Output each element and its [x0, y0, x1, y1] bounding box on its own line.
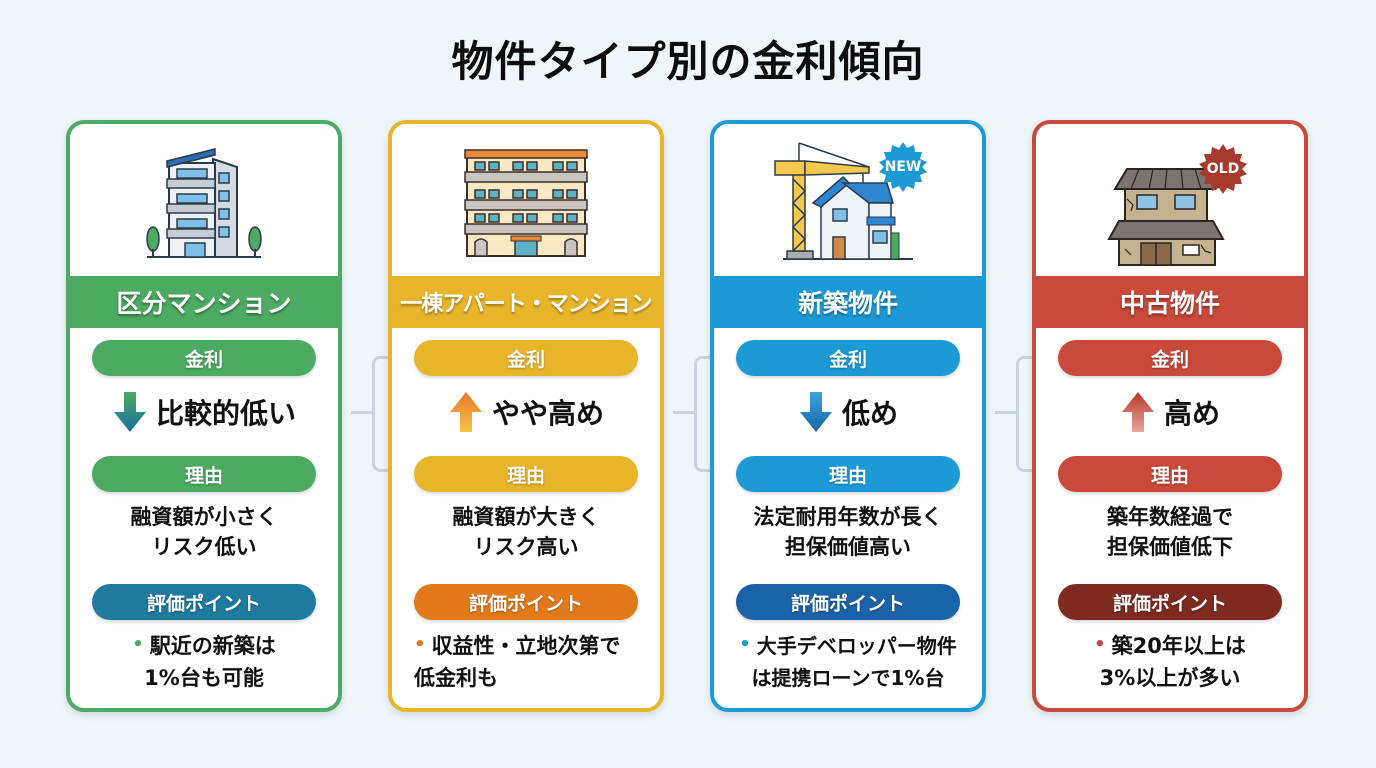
point-label-pill: 評価ポイント	[92, 584, 316, 620]
reason-label-pill: 理由	[92, 456, 316, 492]
card-kubun-mansion: 区分マンション 金利 比較的低い 理由 融資額が小さく リスク低い 評価ポイント…	[66, 120, 342, 712]
card-title-band: 一棟アパート・マンション	[392, 276, 660, 328]
bullet-icon: •	[739, 634, 751, 655]
reason-label-pill: 理由	[1058, 456, 1282, 492]
rate-value: やや高め	[392, 386, 660, 438]
bullet-icon: •	[1094, 634, 1106, 655]
point-line: 低金利も	[414, 666, 498, 690]
card-title-band: 中古物件	[1036, 276, 1304, 328]
page-title: 物件タイプ別の金利傾向	[451, 37, 925, 86]
apartment-block-icon	[392, 134, 660, 274]
arrow-down-icon	[799, 392, 832, 432]
arrow-up-icon	[1121, 392, 1154, 432]
point-text: •築20年以上は 3%以上が多い	[1036, 629, 1304, 694]
rate-value: 低め	[714, 386, 982, 438]
point-line: •大手デベロッパー物件	[739, 634, 957, 658]
reason-label-pill: 理由	[736, 456, 960, 492]
old-house-icon	[1036, 134, 1304, 274]
apartment-tower-icon	[70, 134, 338, 274]
point-line: •駅近の新築は	[132, 634, 276, 658]
reason-text: 築年数経過で 担保価値低下	[1036, 502, 1304, 562]
reason-line: 築年数経過で	[1107, 505, 1233, 529]
rate-text: やや高め	[491, 397, 604, 430]
card-chuko: OLD 中古物件 金利 高め 理由 築年数経過で 担保価値低下 評価ポイント •…	[1032, 120, 1308, 712]
rate-label-pill: 金利	[1058, 340, 1282, 376]
reason-line: リスク低い	[151, 535, 257, 559]
bullet-icon: •	[132, 634, 144, 655]
rate-text: 比較的低い	[155, 397, 296, 430]
new-badge: NEW	[876, 140, 930, 194]
card-itto-apartment: 一棟アパート・マンション 金利 やや高め 理由 融資額が大きく リスク高い 評価…	[388, 120, 664, 712]
point-label-pill: 評価ポイント	[414, 584, 638, 620]
rate-value: 高め	[1036, 386, 1304, 438]
point-line: •築20年以上は	[1094, 634, 1246, 658]
reason-line: 融資額が小さく	[130, 505, 278, 529]
point-line: 3%以上が多い	[1099, 666, 1241, 690]
point-label-pill: 評価ポイント	[1058, 584, 1282, 620]
badge-text: NEW	[884, 159, 922, 175]
reason-label-pill: 理由	[414, 456, 638, 492]
point-text: •収益性・立地次第で 低金利も	[392, 629, 660, 694]
card-title-band: 区分マンション	[70, 276, 338, 328]
point-line: 1%台も可能	[144, 666, 264, 690]
reason-line: 法定耐用年数が長く	[753, 505, 943, 529]
rate-label-pill: 金利	[736, 340, 960, 376]
old-badge: OLD	[1196, 142, 1250, 196]
reason-text: 法定耐用年数が長く 担保価値高い	[714, 502, 982, 562]
reason-line: リスク高い	[473, 535, 579, 559]
rate-value: 比較的低い	[70, 386, 338, 438]
rate-text: 高め	[1163, 397, 1220, 430]
reason-line: 融資額が大きく	[452, 505, 600, 529]
rate-label-pill: 金利	[414, 340, 638, 376]
point-line: •収益性・立地次第で	[414, 634, 621, 658]
badge-text: OLD	[1206, 161, 1240, 177]
arrow-up-icon	[449, 392, 482, 432]
reason-line: 担保価値高い	[785, 535, 911, 559]
reason-text: 融資額が大きく リスク高い	[392, 502, 660, 562]
point-text: •駅近の新築は 1%台も可能	[70, 629, 338, 694]
point-label-pill: 評価ポイント	[736, 584, 960, 620]
card-title-band: 新築物件	[714, 276, 982, 328]
rate-label-pill: 金利	[92, 340, 316, 376]
card-shinchiku: NEW 新築物件 金利 低め 理由 法定耐用年数が長く 担保価値高い 評価ポイン…	[710, 120, 986, 712]
bullet-icon: •	[414, 634, 426, 655]
rate-text: 低め	[841, 397, 898, 430]
new-house-crane-icon	[714, 134, 982, 274]
reason-line: 担保価値低下	[1107, 535, 1233, 559]
reason-text: 融資額が小さく リスク低い	[70, 502, 338, 562]
point-line: は提携ローンで1%台	[751, 666, 945, 690]
point-text: •大手デベロッパー物件 は提携ローンで1%台	[714, 629, 982, 694]
arrow-down-icon	[113, 392, 146, 432]
